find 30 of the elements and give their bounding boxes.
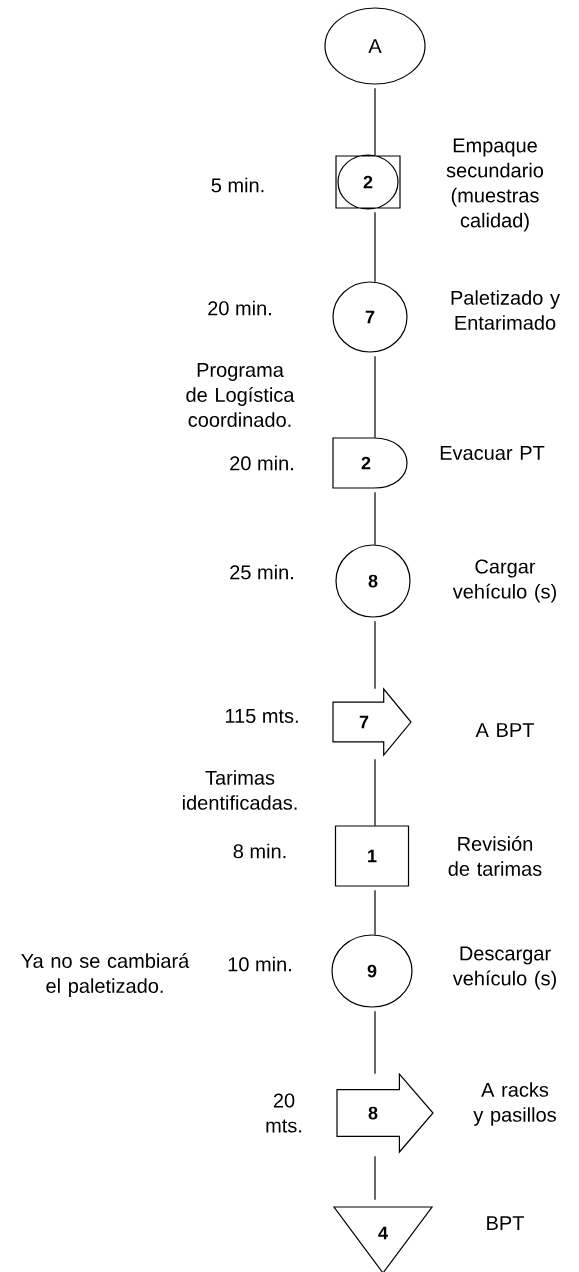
flow-line xyxy=(374,355,376,439)
flow-line xyxy=(374,211,376,283)
flow-line xyxy=(374,1010,376,1075)
duration-label: 25 min. xyxy=(230,564,293,580)
duration-label: 20 min. xyxy=(208,300,271,316)
note: Programa de Logística coordinado. xyxy=(186,363,295,427)
step-description: A racks y pasillos xyxy=(473,1082,556,1126)
note: Tarimas identificadas. xyxy=(182,770,297,810)
flow-line xyxy=(374,87,376,157)
step-description: Cargar vehículo (s) xyxy=(452,559,556,603)
step-description: Evacuar PT xyxy=(440,446,545,460)
duration-label: 10 min. xyxy=(228,956,291,972)
step-description: Descargar vehículo (s) xyxy=(452,946,556,990)
duration-label: 115 mts. xyxy=(225,709,298,723)
step-description: Empaque secundario (muestras calidad) xyxy=(446,138,544,232)
flow-line xyxy=(374,491,376,546)
duration-label: 20 min. xyxy=(230,455,293,471)
flow-line xyxy=(374,758,376,827)
note: Ya no se cambiará el paletizado. xyxy=(21,953,190,997)
step-description: Paletizado y Entarimado xyxy=(451,290,560,330)
flow-line xyxy=(374,889,376,936)
flow-line xyxy=(374,1155,376,1201)
flow-line xyxy=(374,620,376,690)
step-description: Revisión de tarimas xyxy=(448,836,542,876)
duration-label: 20 mts. xyxy=(266,1093,302,1133)
duration-label: 5 min. xyxy=(211,177,264,193)
step-description: BPT xyxy=(487,1216,524,1230)
duration-label: 8 min. xyxy=(233,843,286,859)
inspection-square: 1 xyxy=(334,825,410,887)
step-description: A BPT xyxy=(475,723,534,737)
